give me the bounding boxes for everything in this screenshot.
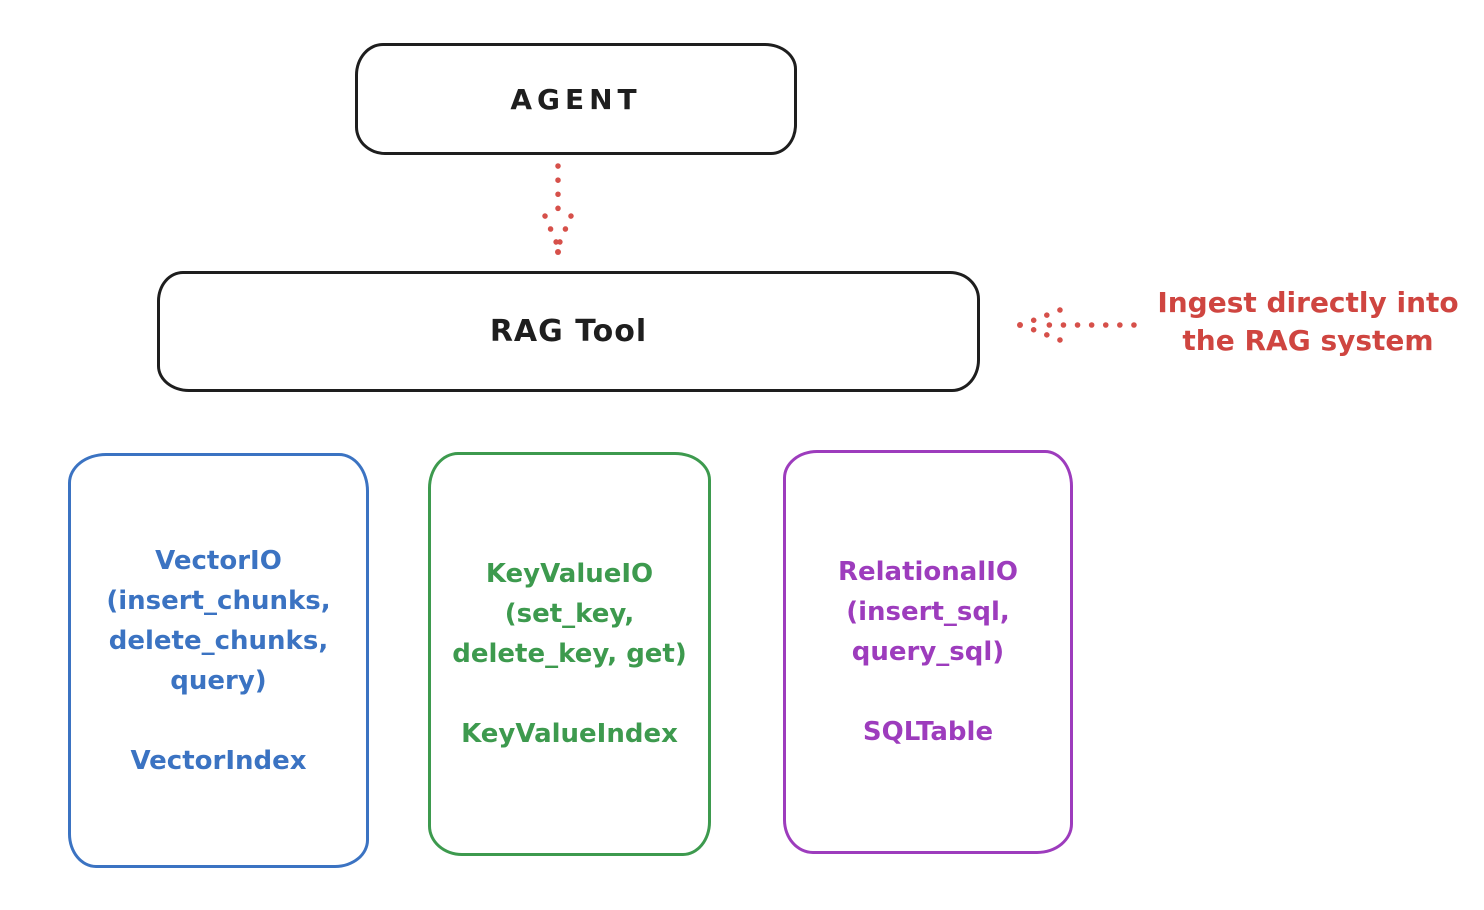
ingest-annotation-line1: Ingest directly into <box>1157 286 1459 319</box>
keyvalue-io-methods-line1: (set_key, <box>504 599 635 629</box>
vector-io-methods-line1: (insert_chunks, <box>106 585 331 616</box>
keyvalue-io-box: KeyValueIO (set_key, delete_key, get) Ke… <box>428 452 711 856</box>
rag-tool-label: RAG Tool <box>489 314 648 349</box>
vector-index-label: VectorIndex <box>130 745 307 776</box>
ingest-into-rag-arrow-icon <box>1017 307 1137 343</box>
sql-table-label: SQLTable <box>862 717 994 747</box>
vector-io-title: VectorIO <box>155 545 282 576</box>
ingest-annotation-line2: the RAG system <box>1182 324 1434 357</box>
rag-tool-box: RAG Tool <box>157 271 980 392</box>
relational-io-box: RelationalIO (insert_sql, query_sql) SQL… <box>783 450 1073 854</box>
relational-io-title: RelationalIO <box>837 557 1019 587</box>
agent-to-rag-arrow-icon <box>542 163 574 255</box>
agent-box: AGENT <box>355 43 797 155</box>
vector-io-methods-line2: delete_chunks, <box>108 625 329 656</box>
ingest-annotation: Ingest directly into the RAG system <box>1133 284 1483 360</box>
agent-label: AGENT <box>510 82 642 116</box>
vector-io-methods-line3: query) <box>170 665 267 696</box>
relational-io-methods-line2: query_sql) <box>851 637 1005 667</box>
vector-io-box: VectorIO (insert_chunks, delete_chunks, … <box>68 453 369 868</box>
keyvalue-io-title: KeyValueIO <box>485 559 654 589</box>
keyvalue-io-methods-line2: delete_key, get) <box>452 639 687 669</box>
keyvalue-index-label: KeyValueIndex <box>461 719 678 749</box>
relational-io-methods-line1: (insert_sql, <box>846 597 1010 627</box>
